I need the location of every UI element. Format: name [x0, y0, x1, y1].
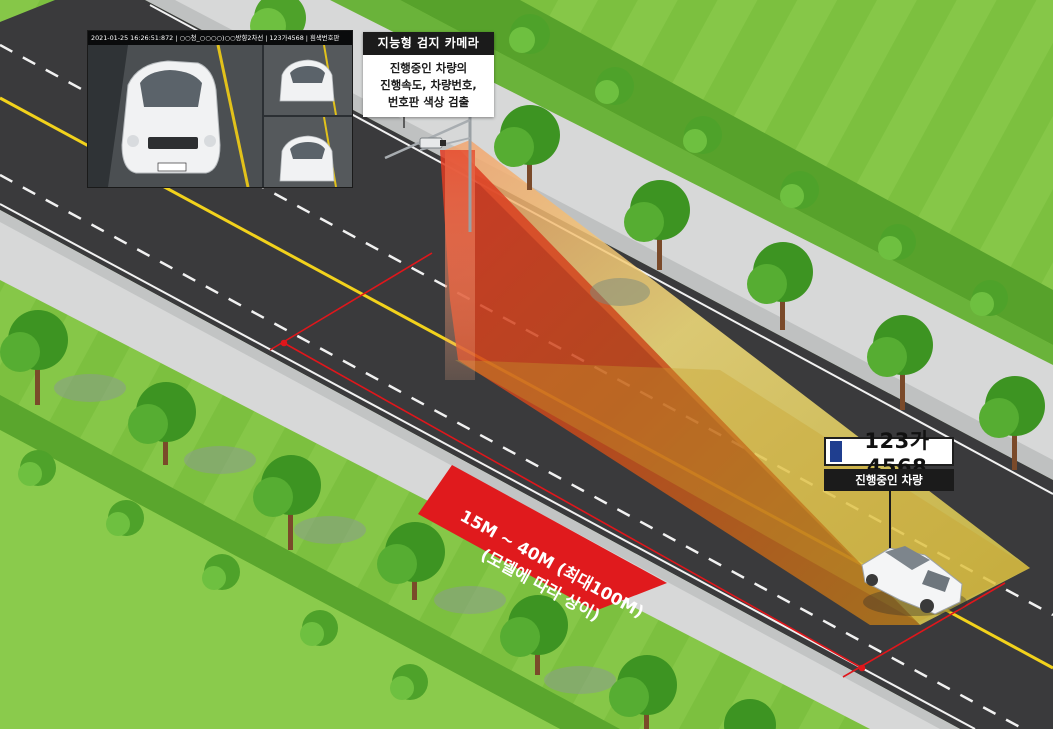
near-edge-line — [0, 203, 976, 729]
measurement-lines — [269, 252, 1006, 678]
trees-near — [0, 310, 776, 729]
distance-banner — [418, 465, 667, 611]
camera-callout-body: 진행중인 차량의 진행속도, 차량번호, 번호판 색상 검출 — [363, 55, 494, 117]
near-grass-light — [0, 430, 560, 729]
camera-side-view-bottom — [264, 117, 352, 187]
camera-callout-line: 진행속도, 차량번호, — [380, 78, 477, 92]
camera-callout: 지능형 검지 카메라 진행중인 차량의 진행속도, 차량번호, 번호판 색상 검… — [363, 32, 494, 117]
detection-beam — [440, 150, 920, 625]
camera-feed-panel: 2021-01-25 16:26:51:872 | ○○청_○○○○)○○방향2… — [87, 30, 353, 188]
camera-callout-line: 진행중인 차량의 — [389, 61, 468, 75]
camera-callout-title: 지능형 검지 카메라 — [363, 32, 494, 55]
camera-device-icon — [419, 137, 446, 149]
near-hedge — [0, 395, 620, 729]
moving-vehicle — [861, 546, 967, 616]
license-plate-box: 123가 4568 — [824, 429, 954, 479]
camera-callout-line: 번호판 색상 검출 — [387, 95, 470, 109]
plate-flag-icon — [830, 441, 842, 462]
detection-beam-outer — [445, 140, 1030, 625]
camera-feed-caption: 2021-01-25 16:26:51:872 | ○○청_○○○○)○○방향2… — [88, 31, 352, 45]
vehicle-leader-line — [889, 491, 891, 548]
near-curb — [0, 210, 960, 729]
lane-dash-lower — [0, 173, 1027, 729]
camera-side-view-top — [264, 45, 352, 115]
vehicle-label: 진행중인 차량 — [824, 469, 954, 491]
camera-main-view — [88, 45, 262, 187]
